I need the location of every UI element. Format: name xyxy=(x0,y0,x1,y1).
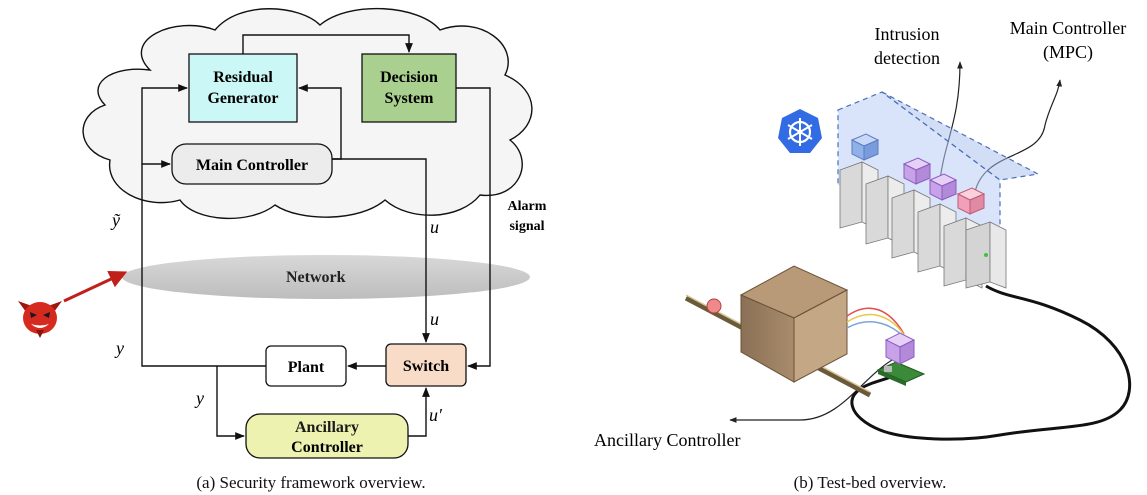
caption-a: (a) Security framework overview. xyxy=(196,473,425,492)
main-controller-label: Main Controller xyxy=(196,157,308,174)
arrow-y-to-ancillary xyxy=(216,366,245,440)
main-controller-mpc-label-2: (MPC) xyxy=(1043,42,1093,63)
container-pink-mpc xyxy=(956,187,986,215)
caption-b: (b) Test-bed overview. xyxy=(794,473,947,492)
panel-a-security-framework: Residual Generator Decision System Main … xyxy=(18,7,547,492)
arrow-u-to-switch xyxy=(332,158,430,343)
container-purple xyxy=(902,157,932,185)
signal-y-left: y xyxy=(114,338,124,358)
decision-system-box xyxy=(361,53,457,123)
alarm-signal-label-2: signal xyxy=(509,219,544,234)
kubernetes-icon xyxy=(778,109,822,153)
arrow-y-to-residual xyxy=(141,84,188,164)
container-purple-ancillary xyxy=(884,332,916,365)
cluster-enclosure-side xyxy=(881,91,1040,181)
alarm-signal-label-1: Alarm xyxy=(508,199,547,214)
signal-u-prime: u′ xyxy=(429,405,443,425)
attacker-devil-icon xyxy=(18,301,62,338)
panel-b-testbed: Intrusion detection Main Controller (MPC… xyxy=(594,18,1132,492)
residual-generator-box xyxy=(188,53,298,123)
pendulum-ball xyxy=(706,298,722,314)
ancillary-board xyxy=(876,361,926,386)
wire-red xyxy=(846,307,905,335)
residual-generator-label-1: Residual xyxy=(213,69,273,86)
intrusion-detection-label-1: Intrusion xyxy=(875,24,940,44)
residual-generator-label-2: Generator xyxy=(207,90,278,107)
plant-cube xyxy=(739,265,849,383)
switch-box xyxy=(385,343,467,387)
signal-u-top: u xyxy=(430,217,439,237)
decision-system-label-1: Decision xyxy=(380,69,438,86)
arrow-residual-to-decision xyxy=(242,34,413,54)
network-ellipse xyxy=(122,255,530,299)
attack-arrow xyxy=(63,270,128,303)
intrusion-detection-label-2: detection xyxy=(874,48,940,68)
container-purple-intrusion xyxy=(928,173,958,201)
server-rack xyxy=(839,161,1007,289)
main-controller-mpc-label-1: Main Controller xyxy=(1010,18,1126,38)
wire-yellow xyxy=(846,313,907,339)
ancillary-controller-label: Ancillary Controller xyxy=(594,430,740,450)
main-controller-box xyxy=(171,143,333,185)
arrow-alarm-to-switch xyxy=(456,87,491,370)
cloud-shape xyxy=(82,7,533,220)
switch-label: Switch xyxy=(403,358,449,375)
network-label: Network xyxy=(286,269,346,286)
decision-system-label-2: System xyxy=(385,90,435,107)
ancillary-leader-line xyxy=(729,359,893,423)
signal-y-tilde: ỹ xyxy=(110,210,121,230)
plant-label: Plant xyxy=(288,359,325,376)
ancillary-controller-label-2: Controller xyxy=(291,439,363,456)
container-blue xyxy=(850,133,880,161)
arrow-ancillary-to-switch xyxy=(408,387,430,437)
signal-u-bottom: u xyxy=(430,309,439,329)
server-unit xyxy=(965,221,1007,289)
connections xyxy=(141,34,491,440)
ancillary-controller-label-1: Ancillary xyxy=(295,419,359,436)
arrow-y-to-controller xyxy=(141,160,217,367)
signal-y-lower: y xyxy=(194,388,204,408)
